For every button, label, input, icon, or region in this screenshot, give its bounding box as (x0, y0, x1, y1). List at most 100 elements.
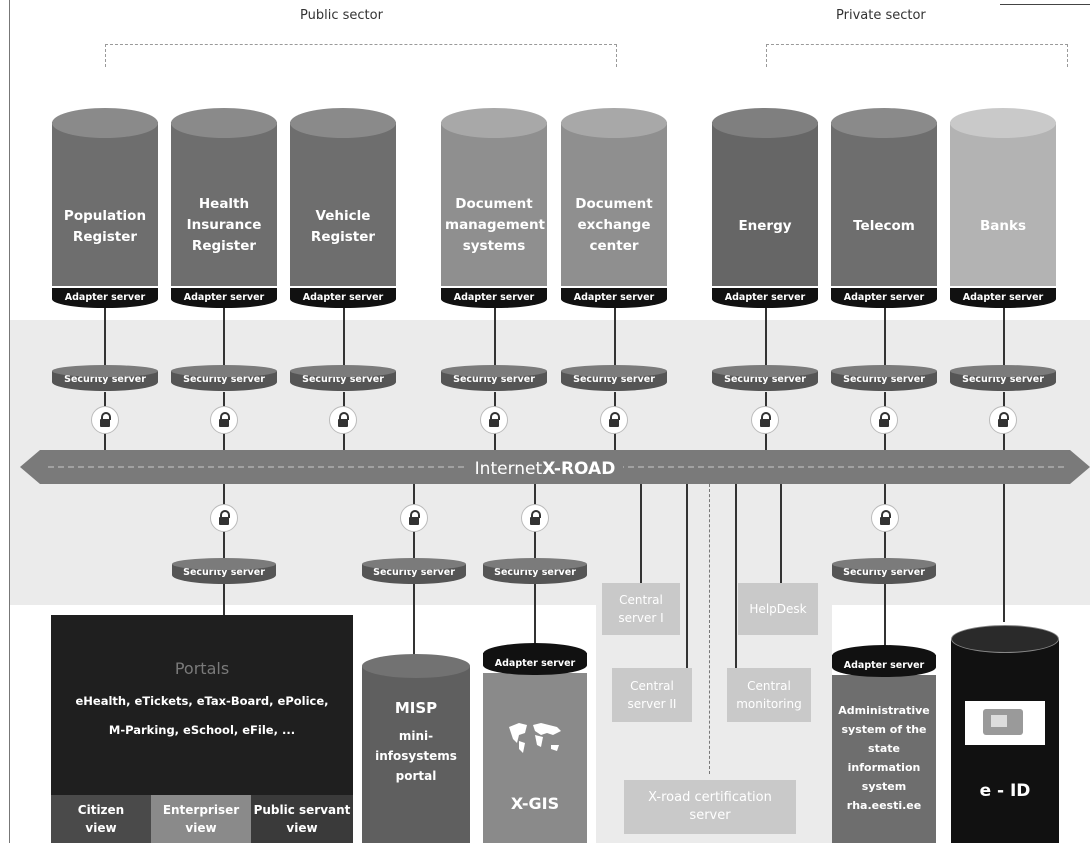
security-server-admin: Security server (832, 558, 936, 584)
security-server-portals: Security server (172, 558, 276, 584)
connector-line (494, 306, 496, 366)
frame-line (9, 0, 10, 843)
adapter-server: Adapter server (290, 288, 396, 308)
xgis-adapter: Adapter server (483, 653, 587, 675)
xroad-prefix: Internet (474, 459, 543, 479)
register-cylinder: Telecom (831, 108, 937, 286)
security-server: Security server (561, 365, 667, 391)
eid-label: e - ID (979, 781, 1031, 801)
register-cylinder: Energy (712, 108, 818, 286)
lock-icon (751, 406, 779, 434)
adapter-server: Adapter server (171, 288, 277, 308)
portals-title: Portals (174, 659, 230, 678)
adapter-server: Adapter server (561, 288, 667, 308)
security-server: Security server (52, 365, 158, 391)
xroad-label: Internet X-ROAD (0, 459, 1090, 479)
world-map-icon (509, 723, 561, 753)
adapter-server: Adapter server (950, 288, 1056, 308)
connector-line (884, 306, 886, 366)
connector-line (686, 482, 688, 672)
xgis-label: X-GIS (510, 794, 560, 813)
connector-line (614, 306, 616, 366)
adapter-server: Adapter server (441, 288, 547, 308)
enterpriser-view: Enterpriser view (151, 795, 251, 843)
misp-subtitle: mini- infosystems portal (375, 729, 457, 783)
adapter-server: Adapter server (831, 288, 937, 308)
lock-icon (521, 504, 549, 532)
security-server-xgis: Security server (483, 558, 587, 584)
admin-cylinder: Adapter server Administrative system of … (832, 645, 936, 843)
connector-line (884, 584, 886, 646)
security-server: Security server (441, 365, 547, 391)
helpdesk-box: HelpDesk (738, 583, 818, 635)
connector-line (780, 482, 782, 588)
id-card-reader-image (965, 701, 1045, 745)
citizen-view: Citizen view (51, 795, 151, 843)
register-cylinder: Population Register (52, 108, 158, 286)
lock-icon (210, 406, 238, 434)
admin-label: Administrative system of the state infor… (838, 704, 930, 812)
lock-icon (480, 406, 508, 434)
security-server: Security server (712, 365, 818, 391)
connector-line (343, 306, 345, 366)
connector-line (104, 306, 106, 366)
security-server: Security server (831, 365, 937, 391)
register-label: Vehicle Register (310, 208, 376, 245)
register-label: Document management systems (445, 196, 546, 254)
security-server: Security server (950, 365, 1056, 391)
register-cylinder: Document exchange center (561, 108, 667, 286)
frame-line (1000, 4, 1090, 5)
register-cylinder: Banks (950, 108, 1056, 286)
security-server: Security server (171, 365, 277, 391)
certification-server-box: X-road certification server (624, 780, 796, 834)
security-server: Security server (290, 365, 396, 391)
connector-line (765, 306, 767, 366)
register-label: Document exchange center (575, 196, 653, 254)
central-server-1: Central server I (602, 583, 680, 635)
lock-icon (210, 504, 238, 532)
connector-line (223, 584, 225, 618)
eid-cylinder: e - ID (951, 625, 1059, 843)
register-label: Telecom (853, 218, 915, 234)
register-cylinder: Health Insurance Register (171, 108, 277, 286)
private-sector-bracket (766, 44, 1068, 67)
register-label: Health Insurance Register (186, 196, 262, 254)
connector-line (735, 482, 737, 672)
register-label: Banks (979, 218, 1027, 234)
adapter-server: Adapter server (52, 288, 158, 308)
connector-line (1003, 306, 1005, 366)
private-sector-label: Private sector (836, 8, 926, 23)
admin-adapter: Adapter server (832, 655, 936, 677)
central-monitoring-box: Central monitoring (727, 668, 811, 722)
lock-icon (871, 504, 899, 532)
lock-icon (91, 406, 119, 434)
register-cylinder: Document management systems (441, 108, 547, 286)
public-sector-label: Public sector (300, 8, 383, 23)
connector-line (223, 306, 225, 366)
connector-line (640, 482, 642, 588)
security-server-misp: Security server (362, 558, 466, 584)
dashed-divider (709, 484, 710, 774)
lock-icon (870, 406, 898, 434)
connector-line (534, 584, 536, 644)
central-server-2: Central server II (612, 668, 692, 722)
lock-icon (400, 504, 428, 532)
public-sector-bracket (105, 44, 617, 67)
misp-cylinder: MISP mini- infosystems portal (362, 654, 470, 843)
connector-line (1003, 482, 1005, 622)
portals-box: Portals eHealth, eTickets, eTax-Board, e… (51, 615, 353, 795)
xroad-name: X-ROAD (542, 459, 616, 479)
public-servant-view: Public servant view (251, 795, 353, 843)
lock-icon (600, 406, 628, 434)
lock-icon (329, 406, 357, 434)
xgis-cylinder: Adapter server X-GIS (483, 643, 587, 843)
adapter-server: Adapter server (712, 288, 818, 308)
misp-title: MISP (394, 699, 438, 717)
portals-list: eHealth, eTickets, eTax-Board, ePolice, … (75, 694, 329, 737)
lock-icon (989, 406, 1017, 434)
register-cylinder: Vehicle Register (290, 108, 396, 286)
connector-line (413, 584, 415, 656)
register-label: Energy (738, 218, 792, 234)
register-label: Population Register (63, 208, 147, 245)
